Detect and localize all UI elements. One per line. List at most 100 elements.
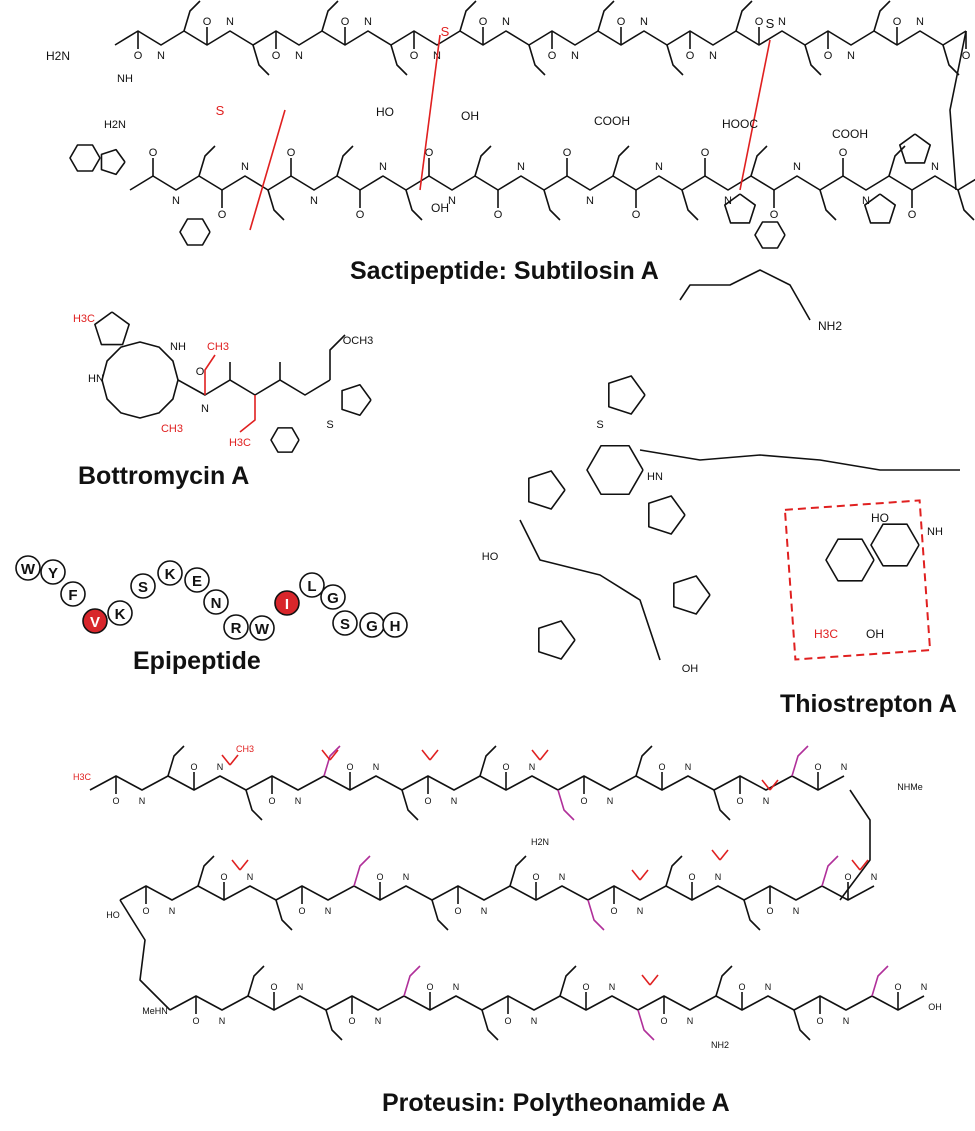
methyl-branch — [851, 859, 861, 871]
side-chain — [481, 1009, 499, 1041]
residue-letter: S — [340, 616, 350, 633]
side-chain — [888, 145, 906, 177]
atom-label: N — [778, 16, 786, 28]
methyl-branch — [859, 859, 869, 871]
atom-label: O — [192, 1016, 199, 1026]
side-chain — [321, 0, 339, 32]
atom-label: O — [532, 872, 539, 882]
methyl-branch — [239, 859, 249, 871]
atom-label: N — [763, 796, 770, 806]
sulfur-label: S — [766, 16, 775, 31]
atom-label: O — [610, 906, 617, 916]
side-chain — [559, 965, 577, 997]
piperidine-core — [586, 444, 644, 496]
atom-label: N — [843, 1016, 850, 1026]
backbone — [119, 885, 875, 901]
residue-letter: G — [327, 590, 339, 607]
side-chain — [635, 745, 653, 777]
methyl-branch — [204, 354, 216, 395]
side-chain — [459, 0, 477, 32]
atom-label: O — [504, 1016, 511, 1026]
macrocycle — [101, 341, 179, 419]
residue-circle — [82, 608, 108, 634]
subtilosin-structure: ONONONONONONONONONONONONOONONONONONONONO… — [46, 0, 975, 249]
atom-label: N — [931, 161, 939, 173]
methyl-branch — [531, 749, 541, 761]
atom-label: N — [609, 982, 616, 992]
atom-label: N — [709, 50, 717, 62]
residue-circle — [382, 612, 408, 638]
atom-label: N — [916, 16, 924, 28]
methyl-branch — [329, 749, 339, 761]
atom-label: CH3 — [236, 744, 254, 754]
atom-label: S — [326, 419, 333, 431]
side-chain — [267, 189, 285, 221]
sulfur-label: S — [216, 103, 225, 118]
atom-label: O — [814, 762, 821, 772]
atom-label: O — [736, 796, 743, 806]
residue-circle — [15, 555, 41, 581]
side-chain — [431, 899, 449, 931]
side-chain — [713, 789, 731, 821]
atom-label: O — [824, 50, 833, 62]
side-chain — [612, 145, 630, 177]
thiazole-ring — [648, 495, 686, 535]
atom-label: COOH — [594, 114, 630, 128]
atom-label: O — [688, 872, 695, 882]
phenyl-ring — [179, 218, 211, 246]
indole-ring — [100, 148, 126, 176]
atom-label: N — [685, 762, 692, 772]
residue-circle — [299, 572, 325, 598]
residue-circle — [130, 573, 156, 599]
atom-label: O — [563, 147, 572, 159]
macrocycle-backbone — [639, 449, 960, 471]
residue-circle — [157, 560, 183, 586]
atom-label: O — [356, 209, 365, 221]
methyl-branch — [769, 779, 779, 791]
atom-label: H2N — [531, 837, 549, 847]
methyl-branch — [539, 749, 549, 761]
atom-label: OH — [682, 663, 699, 675]
side-chain — [665, 855, 683, 887]
residue-letter: K — [165, 566, 176, 583]
dehydroalanine-chain — [679, 269, 811, 321]
atom-label: N — [403, 872, 410, 882]
residue-letter: Y — [48, 565, 58, 582]
residue-letter: L — [307, 578, 316, 595]
side-chain — [793, 1009, 811, 1041]
atom-label: N — [139, 796, 146, 806]
atom-label: O — [660, 1016, 667, 1026]
residue-circle — [223, 614, 249, 640]
atom-label: N — [157, 50, 165, 62]
atom-label: N — [531, 1016, 538, 1026]
atom-label: N — [172, 195, 180, 207]
atom-label: O — [766, 906, 773, 916]
atom-label: HOOC — [722, 117, 758, 131]
residue-letter: V — [90, 614, 100, 631]
side-chain — [597, 0, 615, 32]
side-chain — [198, 145, 216, 177]
thioether-link — [739, 39, 771, 191]
atom-label: OH — [461, 109, 479, 123]
phenyl-ring — [270, 427, 300, 453]
atom-label: H3C — [814, 627, 838, 641]
atom-label: O — [203, 16, 212, 28]
atom-label: N — [687, 1016, 694, 1026]
thiazole-ring — [673, 575, 711, 615]
side-chain — [252, 44, 270, 76]
residue-circle — [184, 567, 210, 593]
atom-label: NH — [117, 73, 133, 85]
ring-closure — [949, 30, 967, 191]
atom-label: N — [607, 796, 614, 806]
methyl-branch — [641, 974, 651, 986]
atom-label: N — [793, 161, 801, 173]
atom-label: COOH — [832, 127, 868, 141]
atom-label: O — [341, 16, 350, 28]
atom-label: N — [375, 1016, 382, 1026]
residue-letter: K — [115, 606, 126, 623]
thiazole-ring — [608, 375, 646, 415]
atom-label: N — [640, 16, 648, 28]
atom-label: O — [190, 762, 197, 772]
